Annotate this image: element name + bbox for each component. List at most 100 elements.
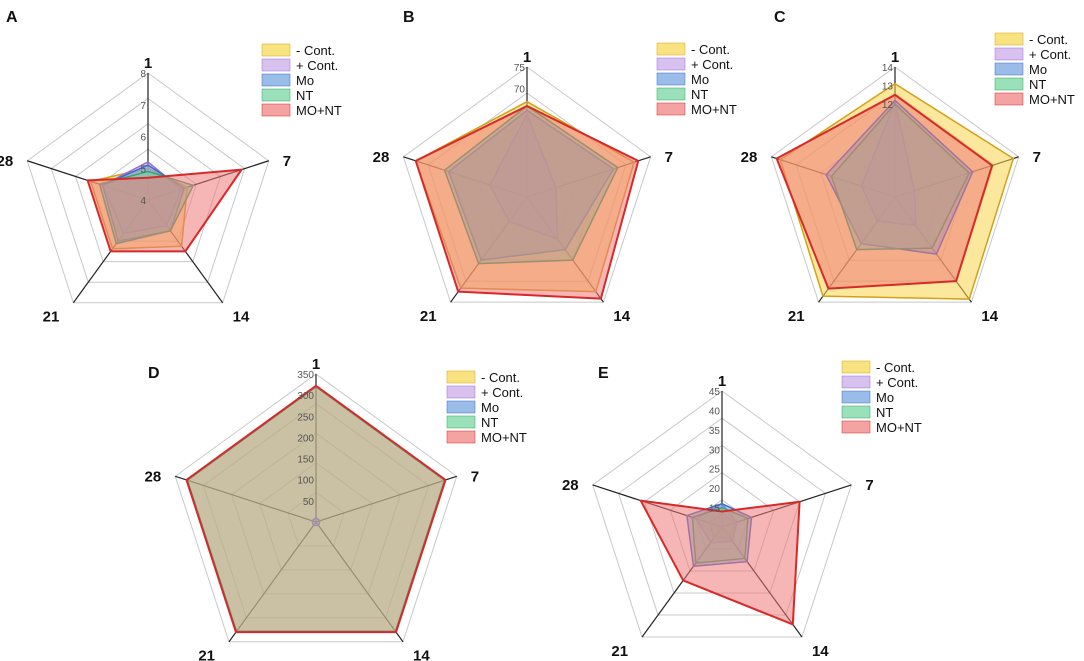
- legend-swatch: [446, 385, 476, 399]
- tick-label: 100: [297, 476, 314, 487]
- legend-label: MO+NT: [876, 420, 922, 435]
- legend-swatch: [446, 430, 476, 444]
- tick-label: 25: [709, 465, 721, 476]
- axis-label-28: 28: [145, 468, 162, 485]
- legend-swatch: [994, 62, 1024, 76]
- legend-swatch: [446, 370, 476, 384]
- tick-label: 50: [303, 497, 315, 508]
- grid-ring: [202, 402, 430, 619]
- panel-label: D: [148, 365, 160, 382]
- legend-label: + Cont.: [691, 57, 733, 72]
- legend-swatch: [841, 375, 871, 389]
- tick-label: 300: [297, 391, 314, 402]
- legend-label: MO+NT: [296, 103, 342, 118]
- panel-label: A: [6, 9, 18, 26]
- axis-label-28: 28: [741, 149, 758, 166]
- tick-label: 200: [297, 433, 314, 444]
- tick-label: 15: [709, 504, 721, 515]
- legend-label: NT: [691, 87, 708, 102]
- legend-label: Mo: [481, 400, 499, 415]
- axis-spoke: [315, 521, 404, 643]
- legend-label: - Cont.: [481, 370, 520, 385]
- axis-label-7: 7: [865, 477, 873, 494]
- tick-label: 6: [140, 133, 146, 144]
- legend-label: + Cont.: [876, 375, 918, 390]
- tick-label: 12: [882, 100, 894, 111]
- legend-swatch: [261, 58, 291, 72]
- legend-swatch: [446, 400, 476, 414]
- grid-ring: [230, 432, 402, 595]
- legend-label: + Cont.: [1029, 47, 1071, 62]
- legend-label: MO+NT: [691, 102, 737, 117]
- grid-ring: [50, 97, 246, 283]
- axis-label-7: 7: [665, 149, 673, 166]
- axis-label-1: 1: [523, 49, 531, 66]
- legend-swatch: [656, 57, 686, 71]
- legend-swatch: [446, 415, 476, 429]
- legend-swatch: [261, 43, 291, 57]
- axis-label-21: 21: [788, 308, 805, 325]
- axis-label-28: 28: [562, 477, 579, 494]
- tick-label: 5: [140, 164, 146, 175]
- legend-label: - Cont.: [691, 42, 730, 57]
- grid-ring: [259, 462, 373, 571]
- legend-label: Mo: [876, 390, 894, 405]
- axis-label-14: 14: [981, 308, 998, 325]
- tick-label: 250: [297, 412, 314, 423]
- legend-swatch: [994, 77, 1024, 91]
- tick-label: 4: [140, 196, 146, 207]
- legend-swatch: [656, 42, 686, 56]
- legend-label: Mo: [691, 72, 709, 87]
- legend-swatch: [841, 405, 871, 419]
- grid-ring: [26, 72, 270, 304]
- grid-ring: [287, 491, 345, 547]
- tick-label: 14: [882, 63, 894, 74]
- tick-label: 150: [297, 455, 314, 466]
- axis-label-21: 21: [198, 648, 215, 661]
- series-polygon-mo-nt: [86, 168, 243, 253]
- axis-label-7: 7: [283, 153, 291, 170]
- panel-label: B: [403, 9, 415, 26]
- axis-label-21: 21: [43, 309, 60, 326]
- grid-ring: [174, 373, 458, 643]
- tick-label: 45: [709, 387, 721, 398]
- panel-label: E: [598, 365, 609, 382]
- legend-swatch: [656, 102, 686, 116]
- legend-label: NT: [1029, 77, 1046, 92]
- legend-swatch: [261, 88, 291, 102]
- axis-label-7: 7: [1033, 149, 1041, 166]
- legend-swatch: [841, 420, 871, 434]
- axis-label-28: 28: [0, 153, 13, 170]
- grid-ring: [74, 123, 222, 263]
- axis-label-7: 7: [471, 468, 479, 485]
- tick-label: 75: [514, 63, 526, 74]
- tick-label: 40: [709, 406, 721, 417]
- axis-spoke: [228, 521, 317, 643]
- axis-label-14: 14: [233, 309, 250, 326]
- legend-swatch: [841, 390, 871, 404]
- legend-label: MO+NT: [1029, 92, 1075, 107]
- series-polygon-mo-nt: [414, 105, 640, 300]
- axis-label-28: 28: [373, 149, 390, 166]
- tick-label: 30: [709, 445, 721, 456]
- legend-label: - Cont.: [296, 43, 335, 58]
- tick-label: 350: [297, 370, 314, 381]
- grid-ring: [770, 66, 1020, 303]
- legend-swatch: [656, 72, 686, 86]
- axis-label-1: 1: [891, 49, 899, 66]
- series-polygon-mo-nt: [639, 499, 801, 626]
- legend-label: MO+NT: [481, 430, 527, 445]
- axis-label-14: 14: [413, 648, 430, 661]
- axis-label-14: 14: [613, 308, 630, 325]
- legend-label: - Cont.: [1029, 32, 1068, 47]
- legend-swatch: [994, 47, 1024, 61]
